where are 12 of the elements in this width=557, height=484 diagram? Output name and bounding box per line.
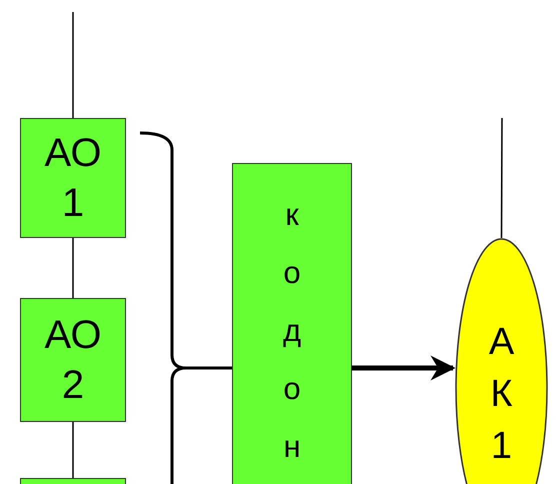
- node-label: А К 1: [488, 320, 516, 469]
- process-box: [20, 118, 126, 238]
- node-label: АО 1: [44, 130, 102, 227]
- column-box: [232, 163, 352, 484]
- connector-line: [72, 422, 74, 478]
- connector-line: [500, 118, 503, 238]
- node-label: кодон: [282, 196, 302, 466]
- connector-line: [72, 12, 74, 118]
- connector-line: [72, 238, 74, 298]
- arrow: [352, 356, 456, 380]
- node-label: АО 2: [44, 312, 102, 409]
- process-box: [20, 298, 126, 422]
